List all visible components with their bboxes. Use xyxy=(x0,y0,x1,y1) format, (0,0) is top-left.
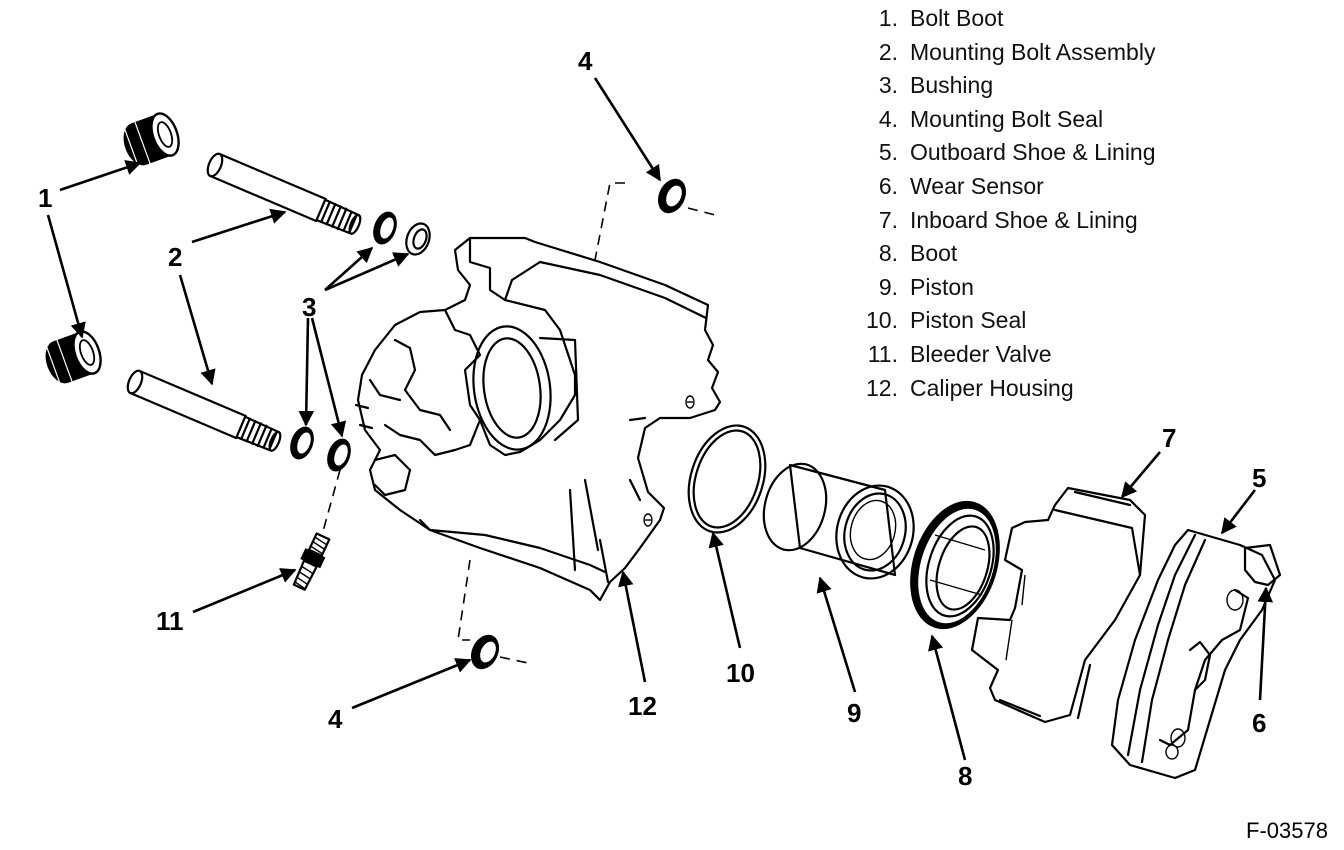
legend-item-number: 10. xyxy=(866,307,898,334)
bushing-upper-b xyxy=(405,222,431,256)
bolt-boot-upper xyxy=(123,112,180,166)
legend-item-label: Bleeder Valve xyxy=(910,340,1052,367)
callout-2: 2 xyxy=(168,242,182,272)
legend-item-number: 6. xyxy=(878,172,898,199)
legend-item: 11. Bleeder Valve xyxy=(850,338,1330,372)
legend-item-number: 9. xyxy=(878,273,898,300)
legend-item-number: 8. xyxy=(878,240,898,267)
legend-item-label: Mounting Bolt Seal xyxy=(910,105,1104,132)
legend-item-label: Caliper Housing xyxy=(910,374,1074,401)
legend-item: 2. Mounting Bolt Assembly xyxy=(850,36,1330,70)
legend-item-label: Inboard Shoe & Lining xyxy=(910,206,1138,233)
legend-item-number: 7. xyxy=(878,206,898,233)
mounting-bolt-upper xyxy=(206,152,362,235)
callout-1: 1 xyxy=(38,183,52,213)
legend-item-number: 5. xyxy=(878,139,898,166)
piston xyxy=(762,462,915,580)
legend-item-label: Outboard Shoe & Lining xyxy=(910,139,1156,166)
callout-9: 9 xyxy=(847,698,861,728)
callout-4-top: 4 xyxy=(578,46,593,76)
callout-7: 7 xyxy=(1162,423,1176,453)
legend-item-number: 12. xyxy=(866,374,898,401)
legend-item: 3. Bushing xyxy=(850,69,1330,103)
legend-item: 9. Piston xyxy=(850,271,1330,305)
legend-item: 5. Outboard Shoe & Lining xyxy=(850,136,1330,170)
callout-4-bottom: 4 xyxy=(328,704,343,734)
legend-item-label: Wear Sensor xyxy=(910,172,1044,199)
legend-item-number: 4. xyxy=(878,105,898,132)
callout-10: 10 xyxy=(726,658,755,688)
legend-item: 1. Bolt Boot xyxy=(850,2,1330,36)
piston-boot xyxy=(910,500,1000,630)
piston-seal xyxy=(687,424,767,534)
legend-item-number: 2. xyxy=(878,38,898,65)
legend-item-number: 1. xyxy=(878,5,898,31)
parts-legend: 1. Bolt Boot 2. Mounting Bolt Assembly 3. B… xyxy=(850,2,1330,405)
legend-item: 7. Inboard Shoe & Lining xyxy=(850,204,1330,238)
legend-item: 6. Wear Sensor xyxy=(850,170,1330,204)
caliper-housing xyxy=(354,236,722,602)
bushing-lower-b xyxy=(327,438,351,472)
mounting-bolt-seal-top xyxy=(594,178,716,261)
bolt-boot-lower xyxy=(45,330,102,384)
callout-12: 12 xyxy=(628,691,657,721)
mounting-bolt-lower xyxy=(126,369,282,452)
callout-3: 3 xyxy=(302,292,316,322)
legend-item: 8. Boot xyxy=(850,237,1330,271)
mounting-bolt-seal-bottom xyxy=(457,559,529,670)
legend-item-label: Bolt Boot xyxy=(910,5,1004,31)
inboard-shoe-lining xyxy=(970,486,1147,724)
callout-11: 11 xyxy=(156,606,184,636)
outboard-shoe-lining xyxy=(1110,528,1282,780)
legend-item-label: Bushing xyxy=(910,72,994,99)
bleeder-valve xyxy=(292,469,341,591)
legend-item-label: Piston Seal xyxy=(910,307,1027,334)
legend-item: 10. Piston Seal xyxy=(850,304,1330,338)
legend-item-label: Piston xyxy=(910,273,974,300)
legend-item: 12. Caliper Housing xyxy=(850,372,1330,406)
bushing-upper-a xyxy=(373,211,397,245)
legend-item-label: Mounting Bolt Assembly xyxy=(910,38,1156,65)
callout-8: 8 xyxy=(958,761,972,791)
legend-item-number: 11. xyxy=(867,340,898,367)
leader-arrows xyxy=(46,77,1274,761)
figure-id: F-03578 xyxy=(1246,818,1328,843)
bushing-lower-a xyxy=(290,426,314,460)
legend-item-label: Boot xyxy=(910,240,958,267)
legend-item-number: 3. xyxy=(878,72,898,99)
legend-item: 4. Mounting Bolt Seal xyxy=(850,103,1330,137)
callout-5: 5 xyxy=(1252,463,1266,493)
callout-6: 6 xyxy=(1252,708,1266,738)
